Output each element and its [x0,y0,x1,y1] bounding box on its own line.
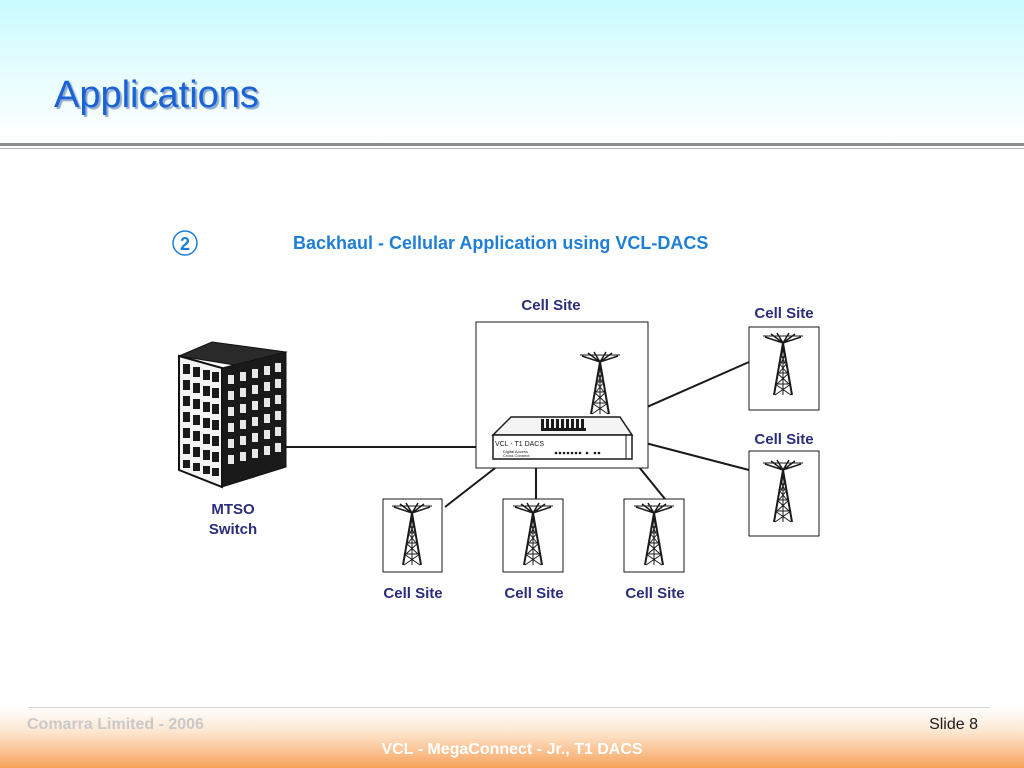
mtso-label-line1: MTSO [211,501,255,518]
slide-number: Slide 8 [929,716,978,733]
step-number-badge: 2 [172,230,198,256]
device-sublabel-2: Cross Connect [503,453,530,458]
device-label: VCL - T1 DACS [495,441,544,448]
device-leds [554,451,601,455]
cell-site-bottom-center: Cell Site [502,498,564,602]
device-sublabel-1: Digital Access [503,449,528,454]
cell-site-right-top: Cell Site [748,305,820,411]
diagram-heading: Backhaul - Cellular Application using VC… [293,233,708,253]
cell-site-label: Cell Site [504,585,563,602]
mtso-building-icon [177,341,288,489]
cell-site-main-label: Cell Site [521,297,580,314]
vcl-t1-dacs-device: VCL - T1 DACS Digital Access Cross Conne… [491,416,634,460]
footer-company: Comarra Limited - 2006 [27,716,204,733]
cell-site-label: Cell Site [625,585,684,602]
header-divider-thin [0,148,1024,149]
backhaul-diagram: 2 Backhaul - Cellular Application using … [172,230,820,602]
footer-title: VCL - MegaConnect - Jr., T1 DACS [381,741,643,758]
footer-background [0,708,1024,768]
header-divider [0,143,1024,146]
link-dacs-cellsite-right-mid [629,438,750,471]
cell-site-label: Cell Site [754,305,813,322]
footer-divider [28,707,990,708]
cell-site-bottom-right: Cell Site [623,498,685,602]
header-background [0,0,1024,142]
mtso-label-line2: Switch [209,521,257,538]
cell-site-right-mid: Cell Site [748,431,820,537]
cell-site-label: Cell Site [383,585,442,602]
cell-site-bottom-left: Cell Site [382,498,443,602]
slide-title: Applications [54,74,259,116]
step-number: 2 [180,234,190,254]
device-ports [541,419,586,431]
cell-site-label: Cell Site [754,431,813,448]
